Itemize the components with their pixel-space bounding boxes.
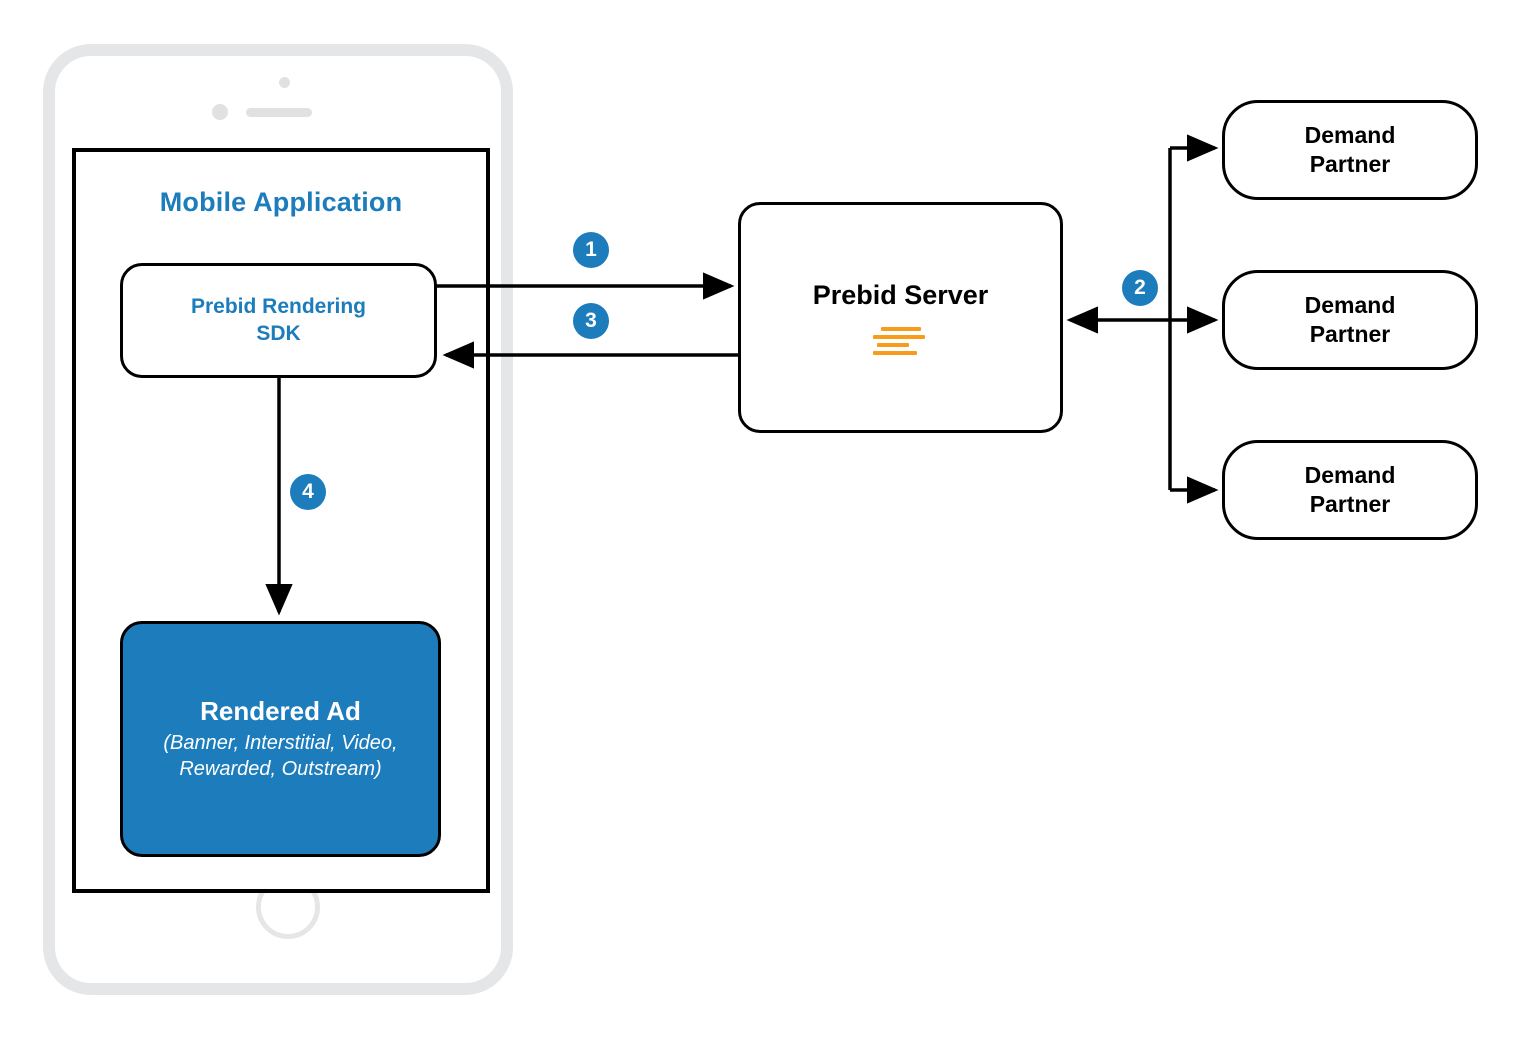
demand-partner-node-1[interactable]: Demand Partner — [1222, 100, 1478, 200]
phone-volume-up-button — [43, 196, 50, 248]
prebid-rendering-sdk-node[interactable]: Prebid Rendering SDK — [120, 263, 437, 378]
demand-partner-node-3[interactable]: Demand Partner — [1222, 440, 1478, 540]
phone-volume-down-button — [43, 291, 50, 339]
step-badge-3: 3 — [573, 303, 609, 339]
speaker-bar-icon — [246, 108, 312, 117]
rendered-ad-title: Rendered Ad — [200, 696, 361, 726]
demand-partner-label-3-line1: Demand — [1304, 462, 1396, 489]
sensor-dot-icon — [212, 104, 228, 120]
phone-mute-switch — [43, 111, 50, 145]
demand-partner-node-2[interactable]: Demand Partner — [1222, 270, 1478, 370]
page-title: Mobile Application — [159, 187, 403, 217]
sdk-label-line2: SDK — [256, 321, 301, 345]
sdk-label: Prebid Rendering SDK — [191, 294, 366, 347]
demand-partner-label-3-line2: Partner — [1309, 491, 1391, 517]
demand-partner-label-1-line1: Demand — [1304, 122, 1396, 149]
prebid-logo-icon — [872, 327, 929, 355]
demand-partner-label-2-line1: Demand — [1304, 292, 1396, 319]
rendered-ad-node[interactable]: Rendered Ad (Banner, Interstitial, Video… — [120, 621, 441, 857]
step-badge-4: 4 — [290, 474, 326, 510]
step-badge-1: 1 — [573, 232, 609, 268]
demand-partner-label-1-line2: Partner — [1309, 151, 1391, 177]
demand-partner-label-2-line2: Partner — [1309, 321, 1391, 347]
demand-partner-label-3: Demand Partner — [1305, 461, 1396, 519]
demand-partner-label-1: Demand Partner — [1305, 121, 1396, 179]
sdk-label-line1: Prebid Rendering — [190, 295, 367, 319]
prebid-server-node[interactable]: Prebid Server — [738, 202, 1063, 433]
step-badge-2: 2 — [1122, 270, 1158, 306]
rendered-ad-subtitle: (Banner, Interstitial, Video, Rewarded, … — [163, 732, 398, 780]
demand-partner-label-2: Demand Partner — [1305, 291, 1396, 349]
phone-side-button — [43, 396, 50, 444]
camera-dot-icon — [279, 77, 290, 88]
prebid-server-title: Prebid Server — [812, 280, 989, 310]
